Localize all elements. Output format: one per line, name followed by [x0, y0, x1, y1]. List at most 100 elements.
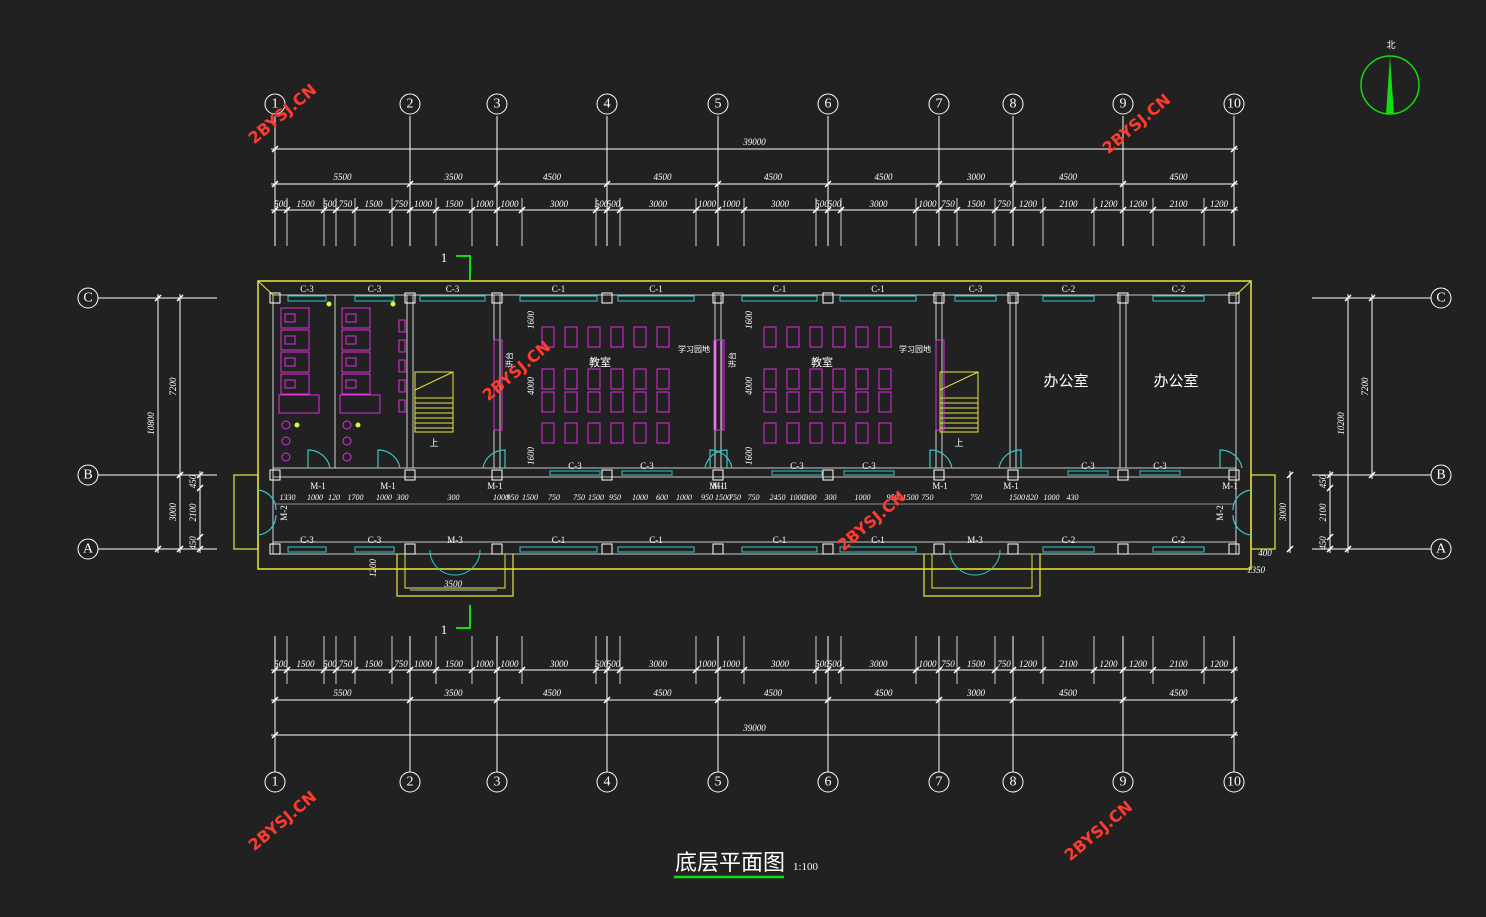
- north-arrow-icon: 北: [1360, 40, 1420, 115]
- axis-label-top: 10: [1227, 97, 1241, 112]
- entrance-east: [1250, 474, 1276, 550]
- door-m1: [929, 449, 953, 469]
- corridor-dim-text: 750: [573, 493, 585, 502]
- dim-text: 500: [323, 199, 337, 209]
- dim-text-vertical: 10800: [146, 412, 156, 435]
- corridor-dim-text: 750: [729, 493, 741, 502]
- toilet-fixture: [284, 379, 296, 389]
- door-m1: [482, 449, 506, 469]
- window-north: [354, 295, 395, 302]
- corridor-dim-text: 120: [328, 493, 340, 502]
- dim-text: 4500: [654, 172, 673, 182]
- north-label: 北: [1386, 40, 1395, 51]
- column: [1228, 292, 1240, 304]
- axis-bubble-top: [817, 93, 839, 115]
- door-m2-west: [257, 489, 277, 536]
- student-desk: [809, 422, 823, 444]
- dim-text: 4500: [1170, 172, 1189, 182]
- window-south: [519, 546, 598, 553]
- stair-break: [939, 371, 979, 391]
- dim-text: 1000: [698, 659, 717, 669]
- corridor-dim-text: 600: [656, 493, 668, 502]
- entrance-depth-text: 1200: [368, 559, 378, 578]
- washbasin: [342, 452, 352, 462]
- student-desk: [633, 391, 647, 413]
- dim-tick: [176, 545, 184, 553]
- axis-label-bottom: 3: [494, 775, 501, 790]
- column: [712, 469, 724, 481]
- column: [601, 292, 613, 304]
- student-desk: [763, 326, 777, 348]
- drawing-scale: 1:100: [793, 861, 819, 873]
- dim-text-vertical: 2100: [1318, 503, 1328, 522]
- student-desk: [832, 326, 846, 348]
- window-label-south: C-3: [368, 535, 382, 545]
- corridor-dim-text: 1000: [1044, 493, 1060, 502]
- dim-text: 4500: [543, 688, 562, 698]
- axis-bubble-top: [1223, 93, 1245, 115]
- door-label: M-1: [1222, 481, 1238, 491]
- axis-bubble-top: [1002, 93, 1024, 115]
- drawing-title: 底层平面图: [675, 851, 785, 876]
- washbasin: [281, 420, 291, 430]
- entrance-west: [233, 474, 259, 550]
- window-north: [954, 295, 997, 302]
- toilet-stall: [341, 307, 371, 329]
- dim-text: 1500: [445, 659, 464, 669]
- window-label-corridor: C-3: [1153, 461, 1167, 471]
- stair-outline: [939, 371, 979, 433]
- window-corridor: [843, 470, 895, 476]
- axis-label-left: C: [83, 291, 92, 306]
- axis-label-bottom: 8: [1010, 775, 1017, 790]
- room-label-classroom: 教室: [589, 355, 611, 369]
- door-label: M-1: [932, 481, 948, 491]
- toilet-stall: [341, 351, 371, 373]
- dim-text: 2100: [1060, 199, 1079, 209]
- column: [601, 543, 613, 555]
- axis-label-bottom: 4: [604, 775, 611, 790]
- corridor-dim-text: 1000: [790, 493, 806, 502]
- dim-text: 3000: [966, 688, 986, 698]
- axis-bubble-top: [486, 93, 508, 115]
- student-desk: [656, 391, 670, 413]
- dim-text: 39000: [742, 723, 766, 733]
- dim-text: 3500: [444, 172, 464, 182]
- axis-label-top: 8: [1010, 97, 1017, 112]
- dim-text-vertical: 450: [1318, 536, 1328, 550]
- dim-text: 1500: [365, 659, 384, 669]
- dim-text: 1200: [1100, 659, 1119, 669]
- window-north: [617, 295, 695, 302]
- axis-label-bottom: 9: [1120, 775, 1127, 790]
- dim-text: 500: [828, 659, 842, 669]
- window-south: [354, 546, 395, 553]
- axis-bubble-bottom: [817, 771, 839, 793]
- axis-label-right: A: [1436, 542, 1447, 557]
- axis-label-top: 7: [936, 97, 943, 112]
- toilet-stall-end: [278, 394, 320, 414]
- stair-break: [414, 371, 454, 391]
- study-garden-label: 学习园地: [899, 344, 931, 354]
- dim-text: 4500: [875, 172, 894, 182]
- dim-text: 500: [815, 659, 829, 669]
- axis-label-bottom: 7: [936, 775, 943, 790]
- furniture-layout: [278, 301, 979, 462]
- dim-tick: [271, 731, 279, 739]
- section-mark-top-label: 1: [441, 250, 448, 265]
- student-desk: [564, 391, 578, 413]
- dim-text: 1000: [919, 659, 938, 669]
- toilet-fixture: [345, 313, 357, 323]
- dim-text: 1000: [722, 199, 741, 209]
- dim-text: 500: [828, 199, 842, 209]
- student-desk: [633, 326, 647, 348]
- dim-text: 750: [339, 659, 353, 669]
- student-desk: [564, 368, 578, 390]
- door-label-m2-east: M-2: [1215, 505, 1225, 521]
- dim-text: 4500: [764, 172, 783, 182]
- student-desk: [656, 368, 670, 390]
- student-desk: [564, 326, 578, 348]
- window-north: [1152, 295, 1205, 302]
- corridor-dim-text: 950: [507, 493, 519, 502]
- dim-text: 1200: [1210, 659, 1229, 669]
- student-desk: [587, 368, 601, 390]
